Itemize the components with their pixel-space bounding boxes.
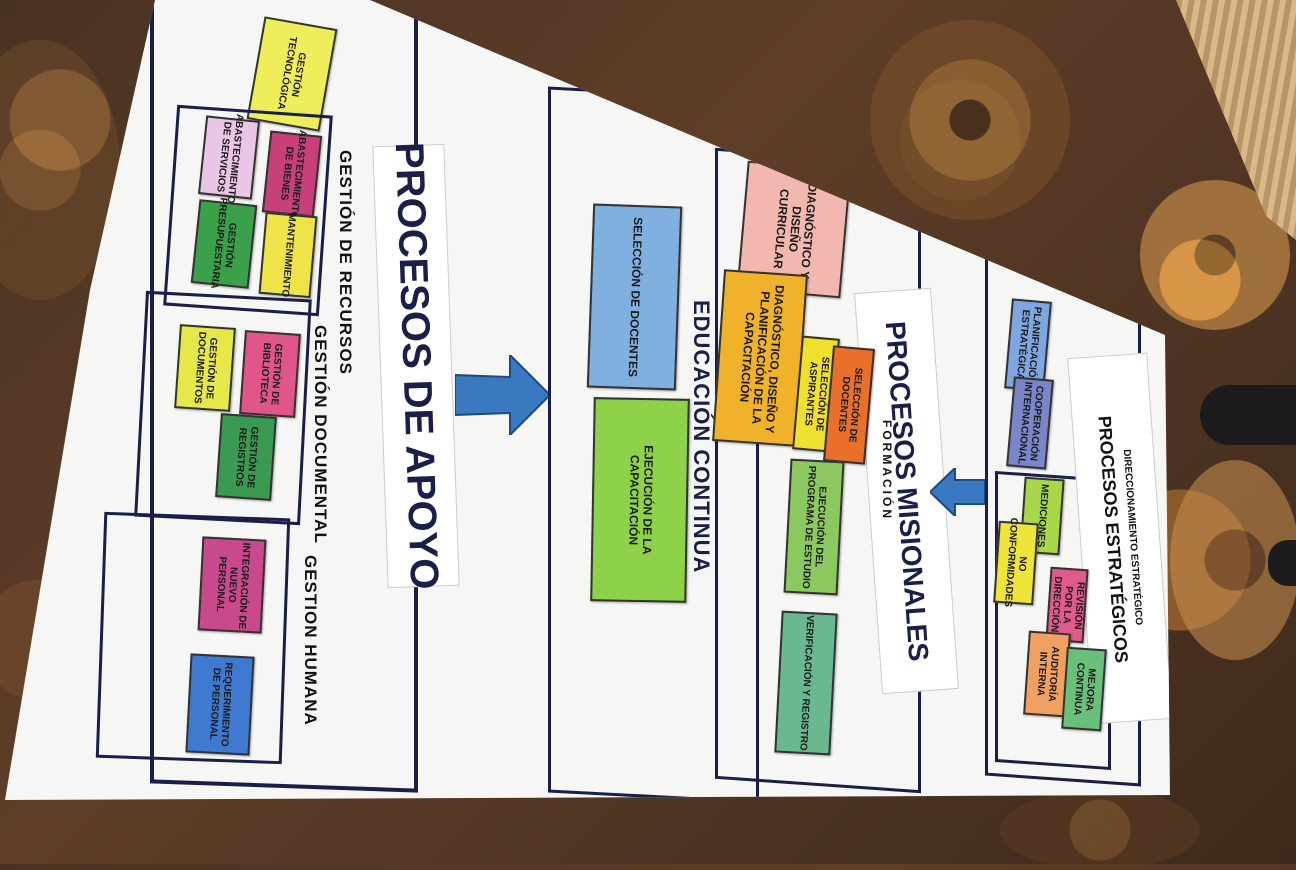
process-card-label: SELECCIÓN DE DOCENTES [625,216,646,378]
process-card: ABASTECIMIENTO DE SERVICIOS [198,113,260,203]
formacion-label: FORMACIÓN [880,420,894,521]
process-card-label: GESTIÓN DE DOCUMENTOS [191,331,219,404]
process-card: MANTENIMIENTO [258,211,318,299]
process-card: REQUERIMIENTO DE PERSONAL [185,653,255,756]
shoe [1200,385,1296,445]
process-card-label: PLANIFICACIÓN ESTRATÉGICA [1013,306,1043,386]
process-card-label: MANTENIMIENTO [279,212,298,298]
process-card-label: MEJORA CONTINUA [1071,661,1097,716]
process-card-label: REQUERIMIENTO DE PERSONAL [207,662,234,748]
process-card-label: ABASTECIMIENTO DE BIENES [278,129,309,220]
process-card-label: AUDITORÍA INTERNA [1034,646,1061,703]
process-card: VERIFICACIÓN Y REGISTRO [774,610,838,756]
process-card-label: EJECUCIÓN DE LA CAPACITACIÓN [626,445,656,555]
process-card-label: GESTIÓN DE REGISTROS [232,426,260,489]
process-card: GESTIÓN DE BIBLIOTECA [239,330,301,418]
process-card-label: VERIFICACIÓN Y REGISTRO [797,614,816,752]
process-card: GESTIÓN PRESUPUESTARIA [190,197,258,290]
process-card: MEJORA CONTINUA [1061,646,1107,732]
process-card: EJECUCIÓN DEL PROGRAMA DE ESTUDIO [783,458,845,596]
process-card-label: ABASTECIMIENTO DE SERVICIOS [214,112,246,204]
process-card-label: GESTIÓN PRESUPUESTARIA [208,197,238,290]
process-card: SELECCIÓN DE DOCENTES [586,203,683,391]
process-card: NO CONFORMIDADES [993,517,1039,608]
process-card: COOPERACIÓN INTERNACIONAL [1006,376,1054,470]
apoyo-title: PROCESOS DE APOYO [386,141,447,591]
process-card-label: NO CONFORMIDADES [1001,517,1028,608]
process-card-label: SELECCIÓN DE DOCENTES [835,367,864,444]
humana-label: GESTION HUMANA [301,555,320,726]
process-card-label: REVISIÓN POR LA DIRECCIÓN [1048,575,1086,633]
process-card: INTEGRACIÓN DE NUEVO PERSONAL [197,536,267,634]
carpet-flower [1000,790,1200,870]
process-card-label: INTEGRACIÓN DE NUEVO PERSONAL [213,542,252,630]
documental-label: GESTIÓN DOCUMENTAL [311,325,330,544]
arrow-right-icon [455,355,550,435]
arrow-left-icon [930,468,985,516]
process-card-label: EJECUCIÓN DEL PROGRAMA DE ESTUDIO [799,465,828,589]
process-card: GESTIÓN DE REGISTROS [215,413,277,501]
process-card-label: COOPERACIÓN INTERNACIONAL [1015,380,1045,465]
educacion-label: EDUCACIÓN CONTINUA [689,300,714,574]
process-card: GESTIÓN DE DOCUMENTOS [174,324,236,412]
process-card: EJECUCIÓN DE LA CAPACITACIÓN [590,397,690,603]
recursos-label: GESTIÓN DE RECURSOS [336,150,355,375]
carpet-flower [870,20,1070,220]
process-card-label: GESTIÓN DE BIBLIOTECA [256,342,284,406]
process-card: DIAGNÓSTICO, DISEÑO Y PLANIFICACIÓN DE L… [712,269,808,447]
process-card-label: DIAGNÓSTICO, DISEÑO Y PLANIFICACIÓN DE L… [736,284,787,434]
process-card: ABASTECIMIENTO DE BIENES [261,129,323,220]
shoe [1268,540,1296,586]
apoyo-title-strip: PROCESOS DE APOYO [372,141,460,591]
